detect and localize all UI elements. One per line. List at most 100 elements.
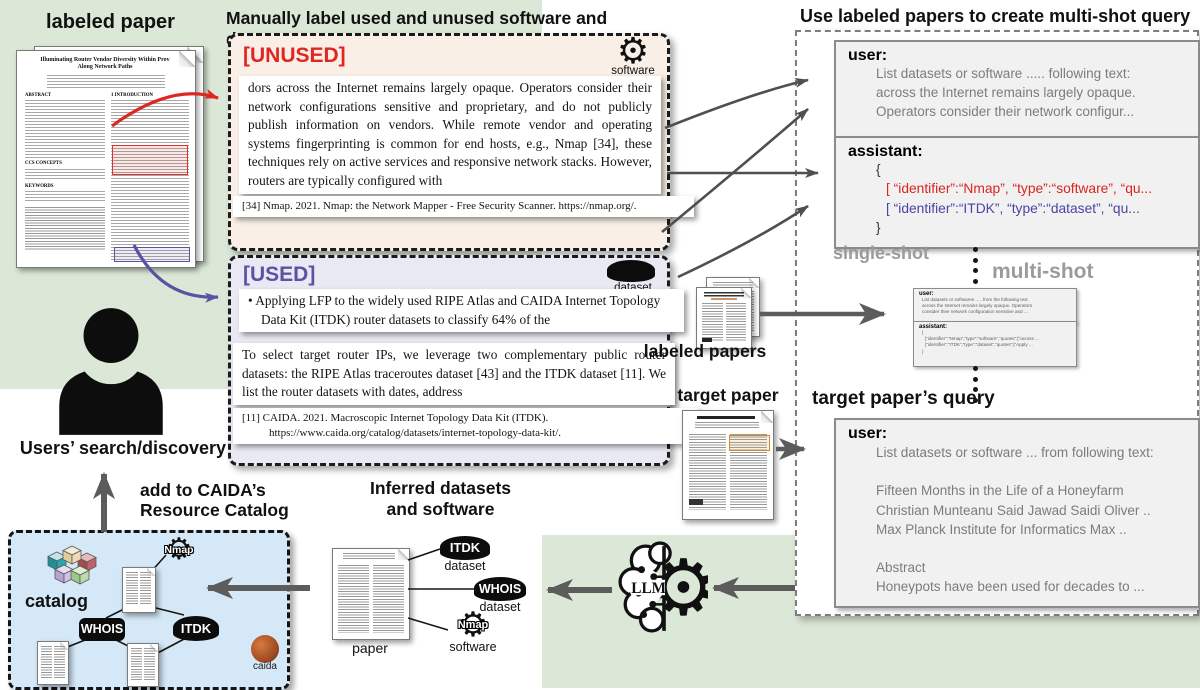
assistant-message-box: assistant: { [ “identifier”:“Nmap”, “typ… (834, 136, 1200, 249)
add-label-line2: Resource Catalog (140, 500, 289, 520)
unused-reference: [34] Nmap. 2021. Nmap: the Network Mappe… (233, 196, 694, 217)
json-red-line: [ “identifier”:“Nmap”, “type”:“software”… (886, 180, 1153, 196)
paper-left-column: ABSTRACT CCS CONCEPTS KEYWORDS (25, 93, 105, 261)
mini-user-line: List datasets or softwares ..... from th… (922, 297, 1028, 302)
labeled-paper-heading: labeled paper (46, 11, 175, 33)
caida-logo: caida (243, 635, 287, 681)
bullet-marker: • (248, 293, 253, 308)
llm-icon: ⚙ LLM (618, 540, 718, 636)
used-to-assistant-arrow (677, 204, 809, 279)
ccs-header: CCS CONCEPTS (25, 161, 64, 167)
inferred-whois-node: WHOIS dataset (474, 577, 526, 614)
catalog-paper-node-c (127, 643, 159, 687)
catalog-paper-node-b (37, 641, 69, 685)
inferred-heading-line1: Inferred datasets (369, 478, 512, 498)
target-paper-label: target paper (677, 385, 779, 405)
person-icon (52, 306, 170, 438)
unused-highlight-box (112, 145, 188, 175)
abstract-header: ABSTRACT (25, 93, 54, 99)
dataset-cylinder-icon (607, 260, 655, 282)
mini-assistant-box: assistant: { [“identifier”:“Nmap”,“type”… (913, 321, 1077, 367)
nmap-gear-icon: ⚙ (457, 605, 489, 645)
inferred-paper-label: paper (352, 640, 388, 656)
target-query-line: List datasets or software ... from follo… (876, 445, 1154, 460)
target-paper-thumbnail (682, 410, 774, 520)
mini-assistant-line: } (922, 348, 924, 354)
inferred-heading: Inferred datasets and software (348, 478, 533, 520)
catalog-box: catalog ⚙ Nmap WHOIS ITDK caida (8, 530, 290, 690)
author-lines (47, 75, 165, 89)
user-line: across the Internet remains largely opaq… (876, 84, 1136, 100)
nmap-type-caption: software (449, 640, 497, 654)
mini-assistant-line: [“identifier”:“Nmap”,“type”:“software”,“… (925, 336, 1039, 342)
mini-assistant-line: { (922, 330, 924, 335)
catalog-nmap-label: Nmap (164, 544, 194, 556)
labeled-papers-front-sheet (696, 287, 752, 349)
itdk-cylinder-icon: ITDK (440, 536, 490, 560)
users-search-label: Users’ search/discovery (19, 438, 227, 458)
inferred-paper-thumbnail (332, 548, 410, 640)
used-reference: [11] CAIDA. 2021. Macroscopic Internet T… (233, 408, 698, 444)
json-blue-line: [ “identifier”:“ITDK”, “type”:“dataset”,… (886, 200, 1140, 216)
target-query-line (876, 462, 1198, 481)
target-query-line: Max Planck Institute for Informatics Max… (876, 521, 1127, 537)
user-role-label: user: (848, 47, 888, 64)
catalog-paper-node-a (122, 567, 156, 613)
unused-excerpt: dors across the Internet remains largely… (239, 76, 661, 194)
mini-user-role: user: (919, 291, 934, 297)
target-paper-highlight (729, 435, 770, 451)
unused-tag: [UNUSED] (243, 44, 346, 67)
llm-label: LLM (631, 580, 666, 597)
catalog-itdk-node: ITDK (173, 616, 219, 641)
software-icon-group: ⚙ software (607, 31, 659, 78)
inferred-heading-line2: and software (386, 499, 495, 519)
inferred-nmap-node: ⚙ Nmap software (444, 608, 502, 654)
whois-type-caption: dataset (479, 600, 521, 614)
caida-label: caida (253, 661, 277, 672)
query-panel-heading: Use labeled papers to create multi-shot … (800, 6, 1191, 26)
catalog-nmap-node: ⚙ Nmap (151, 535, 207, 567)
mini-assistant-line: [“identifier”:“ITDK”,“type”:“dataset”,“q… (925, 342, 1033, 348)
labeled-papers-label: labeled papers (643, 341, 767, 361)
target-user-role: user: (848, 425, 888, 442)
unused-box: [UNUSED] ⚙ software dors across the Inte… (228, 31, 694, 251)
target-query-line: Honeypots have been used for decades to … (876, 579, 1145, 595)
itdk-type-caption: dataset (444, 559, 486, 573)
nmap-gear-icon: ⚙ (165, 532, 193, 567)
mini-user-line: across the Internet remains largely opaq… (922, 303, 1033, 309)
target-user-box: user: List datasets or software ... from… (834, 418, 1200, 608)
labeled-paper-thumbnail: Illuminating Router Vendor Diversity Wit… (16, 50, 196, 268)
json-open-brace: { (876, 162, 881, 177)
used-box: [USED] dataset • Applying LFP to the wid… (228, 255, 698, 466)
single-shot-label: single-shot (833, 243, 930, 263)
catalog-label: catalog (25, 591, 89, 611)
used-excerpt: To select target router IPs, we leverage… (233, 343, 675, 405)
target-query-heading: target paper’s query (812, 388, 995, 409)
mini-assistant-role: assistant: (919, 324, 948, 330)
target-query-line: Fifteen Months in the Life of a Honeyfar… (876, 483, 1124, 499)
user-line: List datasets or software ..... followin… (876, 66, 1131, 81)
add-label-line1: add to CAIDA’s (140, 480, 266, 500)
mini-user-box: user: List datasets or softwares ..... f… (913, 288, 1077, 323)
catalog-whois-node: WHOIS (79, 618, 125, 641)
paper-right-column: 1 INTRODUCTION (111, 93, 189, 263)
software-icon-caption: software (611, 65, 655, 77)
paper-title-line2: Along Network Paths (77, 64, 133, 70)
catalog-cubes-icon (39, 541, 105, 591)
multi-shot-label: multi-shot (992, 260, 1094, 283)
used-highlight-box (114, 247, 190, 262)
used-bullet-block: • Applying LFP to the widely used RIPE A… (239, 289, 684, 333)
inferred-nmap-label: Nmap (457, 619, 489, 631)
caida-globe-icon (251, 635, 279, 663)
whois-cylinder-icon: WHOIS (474, 577, 526, 601)
target-query-line: Christian Munteanu Said Jawad Saidi Oliv… (876, 502, 1151, 518)
introduction-header: 1 INTRODUCTION (111, 93, 155, 99)
target-query-line: Abstract (876, 560, 926, 576)
used-bullet-text: Applying LFP to the widely used RIPE Atl… (255, 293, 661, 327)
json-close-brace: } (876, 219, 881, 235)
ellipsis-dots-top (973, 247, 978, 294)
inferred-itdk-node: ITDK dataset (440, 536, 490, 573)
assistant-role-label: assistant: (848, 143, 923, 160)
software-gear-icon: ⚙ (616, 31, 650, 72)
